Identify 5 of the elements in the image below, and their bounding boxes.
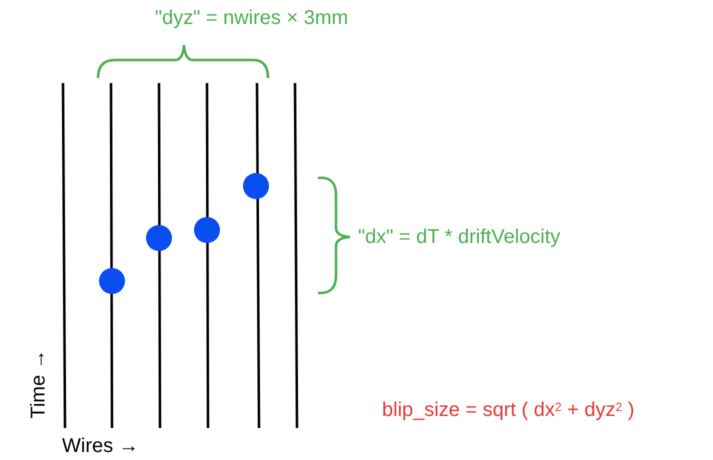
formula-label: "dyz" = nwires × 3mm	[155, 6, 348, 30]
axis-label: Wires →	[62, 434, 139, 458]
formula-label: "dx" = dT * driftVelocity	[358, 225, 560, 249]
axis-label: Time →	[26, 349, 51, 419]
formula-label: blip_size = sqrt ( dx$^{2}$ + dyz$^{2}$ )	[382, 398, 634, 422]
